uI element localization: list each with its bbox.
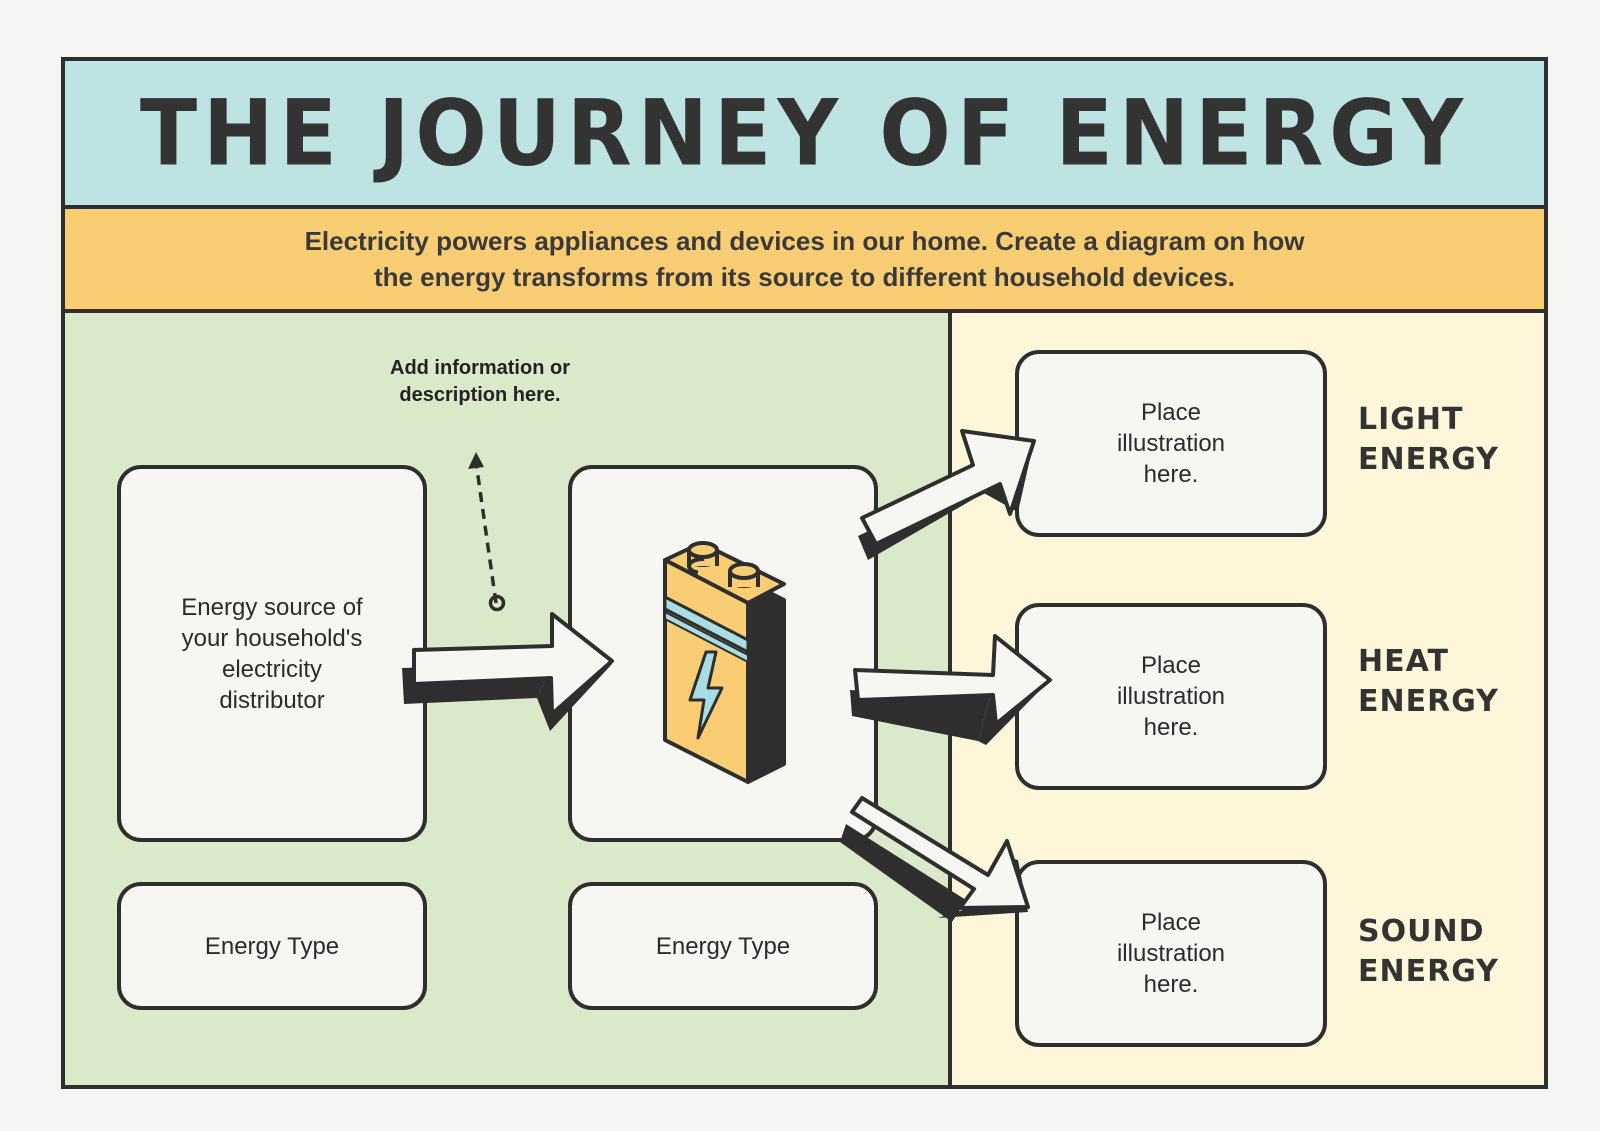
energy-type-label-1: Energy Type xyxy=(204,932,340,960)
light-energy-label: LIGHT ENERGY xyxy=(1358,400,1558,480)
light-label-line-1: LIGHT xyxy=(1358,402,1464,437)
arrow-icon xyxy=(858,429,1036,560)
placeholder-line-1: Place xyxy=(1140,652,1202,679)
illustration-box-sound[interactable]: Place illustration here. xyxy=(1015,860,1327,1047)
lightning-bolt-icon xyxy=(688,650,724,740)
title-band: THE JOURNEY OF ENERGY xyxy=(65,61,1544,209)
heat-energy-label: HEAT ENERGY xyxy=(1358,642,1558,722)
placeholder-line-3: here. xyxy=(1143,714,1199,741)
description-line-1: Electricity powers appliances and device… xyxy=(304,226,1305,256)
description-text: Electricity powers appliances and device… xyxy=(260,223,1350,295)
placeholder-line-2: illustration xyxy=(1116,940,1226,967)
sound-label-line-1: SOUND xyxy=(1358,914,1485,949)
info-note-line-1: Add information or xyxy=(390,357,570,379)
sound-energy-label: SOUND ENERGY xyxy=(1358,912,1558,992)
source-line-3: electricity xyxy=(221,655,323,683)
arrow-icon xyxy=(850,634,1052,745)
placeholder-line-2: illustration xyxy=(1116,430,1226,457)
energy-type-box-2[interactable]: Energy Type xyxy=(568,882,878,1010)
energy-type-box-1[interactable]: Energy Type xyxy=(117,882,427,1010)
description-line-2: the energy transforms from its source to… xyxy=(373,262,1236,292)
description-band: Electricity powers appliances and device… xyxy=(65,209,1544,313)
heat-label-line-2: ENERGY xyxy=(1358,684,1499,719)
dashed-pointer-icon xyxy=(468,452,506,612)
illustration-box-light[interactable]: Place illustration here. xyxy=(1015,350,1327,537)
energy-source-box[interactable]: Energy source of your household's electr… xyxy=(117,465,427,842)
source-line-2: your household's xyxy=(181,624,363,652)
info-note-line-2: description here. xyxy=(399,384,561,406)
illustration-box-heat[interactable]: Place illustration here. xyxy=(1015,603,1327,790)
light-label-line-2: ENERGY xyxy=(1358,442,1499,477)
page-title: THE JOURNEY OF ENERGY xyxy=(139,80,1470,186)
heat-label-line-1: HEAT xyxy=(1358,644,1449,679)
info-note[interactable]: Add information or description here. xyxy=(360,355,600,409)
placeholder-line-1: Place xyxy=(1140,399,1202,426)
sound-label-line-2: ENERGY xyxy=(1358,954,1499,989)
battery-icon xyxy=(663,541,786,784)
placeholder-line-3: here. xyxy=(1143,461,1199,488)
placeholder-line-2: illustration xyxy=(1116,683,1226,710)
arrow-icon xyxy=(840,796,1030,922)
placeholder-line-3: here. xyxy=(1143,971,1199,998)
placeholder-line-1: Place xyxy=(1140,909,1202,936)
arrow-icon xyxy=(402,612,614,731)
source-line-4: distributor xyxy=(219,686,325,714)
energy-type-label-2: Energy Type xyxy=(655,932,791,960)
source-line-1: Energy source of xyxy=(181,593,363,621)
